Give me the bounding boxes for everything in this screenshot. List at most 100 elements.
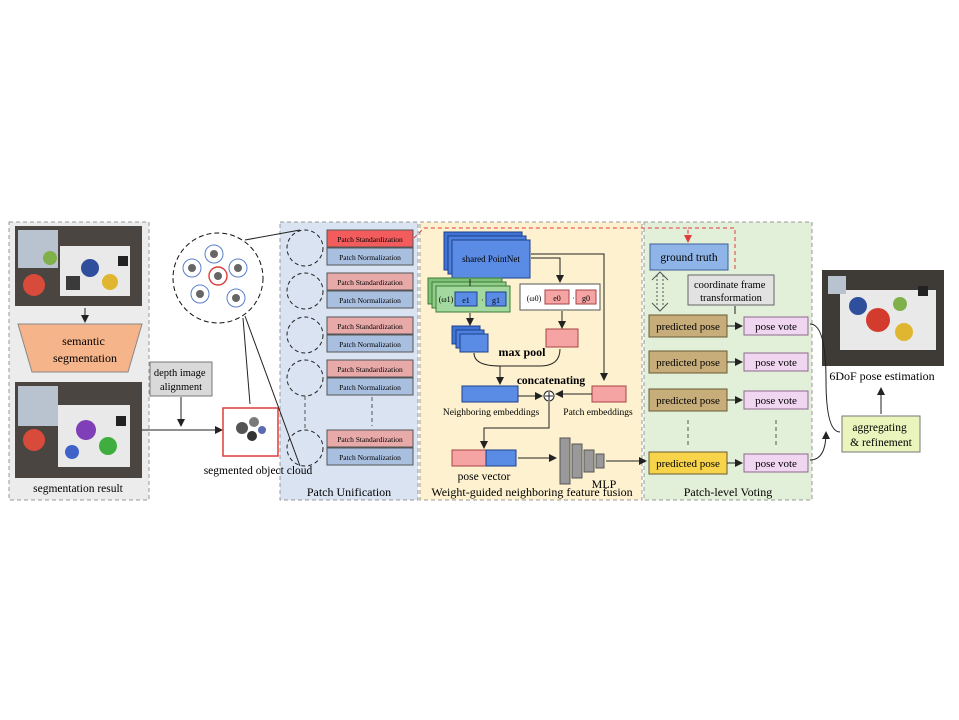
shared-pointnet-stack: shared PointNet bbox=[443, 231, 531, 279]
w0-embedding: (ω0) e0 · g0 bbox=[519, 283, 601, 311]
patch-embeddings-label: Patch embeddings bbox=[563, 408, 633, 418]
patch-normalization-label: Patch Normalization bbox=[339, 253, 401, 262]
pose-vote-label: pose vote bbox=[755, 357, 797, 369]
merge-brace bbox=[809, 323, 841, 461]
coord-transform-box bbox=[687, 274, 775, 306]
voting-title: Patch-level Voting bbox=[684, 485, 773, 499]
pose-vote-label: pose vote bbox=[755, 321, 797, 333]
red-dashed-path bbox=[413, 227, 692, 243]
patch-circle bbox=[286, 229, 324, 267]
double-arrow bbox=[651, 271, 669, 312]
patch-circle bbox=[286, 316, 324, 354]
depth-alignment-box: depth image alignment bbox=[149, 361, 213, 397]
arrow-pointnet-to-concat bbox=[531, 253, 608, 381]
w0-label: (ω0) bbox=[527, 294, 542, 303]
neighboring-embeddings-bar bbox=[461, 385, 519, 403]
patch-standardization-label: Patch Standardization bbox=[337, 365, 403, 374]
patch-standardization-label: Patch Standardization bbox=[337, 322, 403, 331]
neighbor-stack bbox=[451, 325, 489, 353]
patch-standardization-box bbox=[326, 359, 414, 378]
max-pool-label: max pool bbox=[498, 345, 546, 359]
w1-embedding-stack: (ω1) e1 · g1 bbox=[427, 277, 511, 313]
g0-label: g0 bbox=[582, 294, 590, 303]
arrow-pointnet-to-w0 bbox=[531, 257, 564, 283]
patch-standardization-box bbox=[326, 429, 414, 448]
patch-normalization-box bbox=[326, 334, 414, 353]
scene-image-top bbox=[15, 226, 142, 306]
semantic-label-line2: segmentation bbox=[53, 351, 117, 365]
pose-vector-blue bbox=[485, 449, 517, 467]
patch-normalization-box bbox=[326, 447, 414, 466]
depth-label-line2: alignment bbox=[160, 382, 202, 393]
patch-standardization-label: Patch Standardization bbox=[337, 435, 403, 444]
patch-normalization-label: Patch Normalization bbox=[339, 453, 401, 462]
patch-embed-small bbox=[545, 328, 579, 348]
aggregating-box bbox=[841, 415, 921, 453]
patch-standardization-box bbox=[326, 272, 414, 291]
patch-standardization-box bbox=[326, 316, 414, 335]
e1-label: e1 bbox=[462, 296, 470, 305]
pose-vote-box bbox=[743, 390, 809, 410]
neighboring-embeddings-label: Neighboring embeddings bbox=[443, 408, 540, 418]
arrow-concat-to-pose bbox=[480, 402, 550, 449]
patch-normalization-label: Patch Normalization bbox=[339, 383, 401, 392]
patch-cluster bbox=[172, 232, 264, 324]
ground-truth-label: ground truth bbox=[660, 252, 717, 264]
dot-operator-1: · bbox=[481, 296, 484, 305]
zoom-line-bottom bbox=[244, 315, 301, 467]
predicted-pose-label: predicted pose bbox=[656, 321, 720, 333]
estimation-label: 6DoF pose estimation bbox=[829, 369, 934, 383]
semantic-segmentation-box: semantic segmentation bbox=[17, 323, 143, 373]
patch-unification-title: Patch Unification bbox=[307, 485, 391, 499]
semantic-label-line1: semantic bbox=[62, 334, 105, 348]
mlp-label: MLP bbox=[592, 477, 617, 491]
predicted-pose-label: predicted pose bbox=[656, 458, 720, 470]
red-dashed-path-2 bbox=[688, 227, 736, 272]
concatenating-label: concatenating bbox=[517, 375, 586, 387]
segmentation-result-label: segmentation result bbox=[33, 483, 124, 495]
patch-normalization-box bbox=[326, 290, 414, 309]
dot-operator-0: · bbox=[572, 294, 575, 303]
e0-label: e0 bbox=[553, 294, 561, 303]
pose-vote-box bbox=[743, 352, 809, 372]
pose-vote-box bbox=[743, 453, 809, 473]
pose-vote-label: pose vote bbox=[755, 395, 797, 407]
predicted-pose-label: predicted pose bbox=[656, 395, 720, 407]
fusion-title: Weight-guided neighboring feature fusion bbox=[431, 485, 632, 499]
svg-text:semantic segmentation: semantic segmentation bbox=[53, 334, 117, 365]
patch-normalization-label: Patch Normalization bbox=[339, 296, 401, 305]
mlp-block bbox=[559, 437, 605, 485]
aggregating-line1: aggregating bbox=[852, 422, 907, 434]
pose-vector-red bbox=[451, 449, 487, 467]
svg-text:aggregating & refinement: aggregating & refinement bbox=[850, 422, 912, 449]
w1-label: (ω1) bbox=[439, 295, 454, 304]
coord-label-line2: transformation bbox=[700, 293, 763, 304]
svg-text:depth image alignment: depth image alignment bbox=[154, 368, 208, 393]
output-scene-image bbox=[822, 270, 944, 366]
aggregating-line2: & refinement bbox=[850, 437, 912, 449]
depth-label-line1: depth image bbox=[154, 368, 206, 379]
patch-circle bbox=[286, 272, 324, 310]
patch-standardization-label: Patch Standardization bbox=[337, 278, 403, 287]
patch-standardization-box bbox=[326, 229, 414, 248]
shared-pointnet-label: shared PointNet bbox=[462, 254, 520, 264]
scene-image-bottom bbox=[15, 382, 142, 478]
segmented-object-cloud bbox=[222, 407, 279, 457]
pose-vector-label: pose vector bbox=[458, 471, 511, 483]
coord-label-line1: coordinate frame bbox=[694, 280, 766, 291]
patch-normalization-label: Patch Normalization bbox=[339, 340, 401, 349]
cluster-link bbox=[242, 317, 251, 405]
ground-truth-box bbox=[649, 243, 729, 271]
vote-rows: predicted pose pose vote predicted pose pos… bbox=[648, 314, 809, 475]
predicted-pose-label: predicted pose bbox=[656, 357, 720, 369]
patch-circle bbox=[286, 429, 324, 467]
g1-label: g1 bbox=[492, 296, 500, 305]
pose-vote-label: pose vote bbox=[755, 458, 797, 470]
svg-text:coordinate frame transform: coordinate frame transformation bbox=[694, 280, 768, 304]
patch-standardization-label: Patch Standardization bbox=[337, 235, 403, 244]
patch-normalization-box bbox=[326, 377, 414, 396]
object-cloud-label: segmented object cloud bbox=[204, 465, 313, 477]
patch-embeddings-bar bbox=[591, 385, 627, 403]
